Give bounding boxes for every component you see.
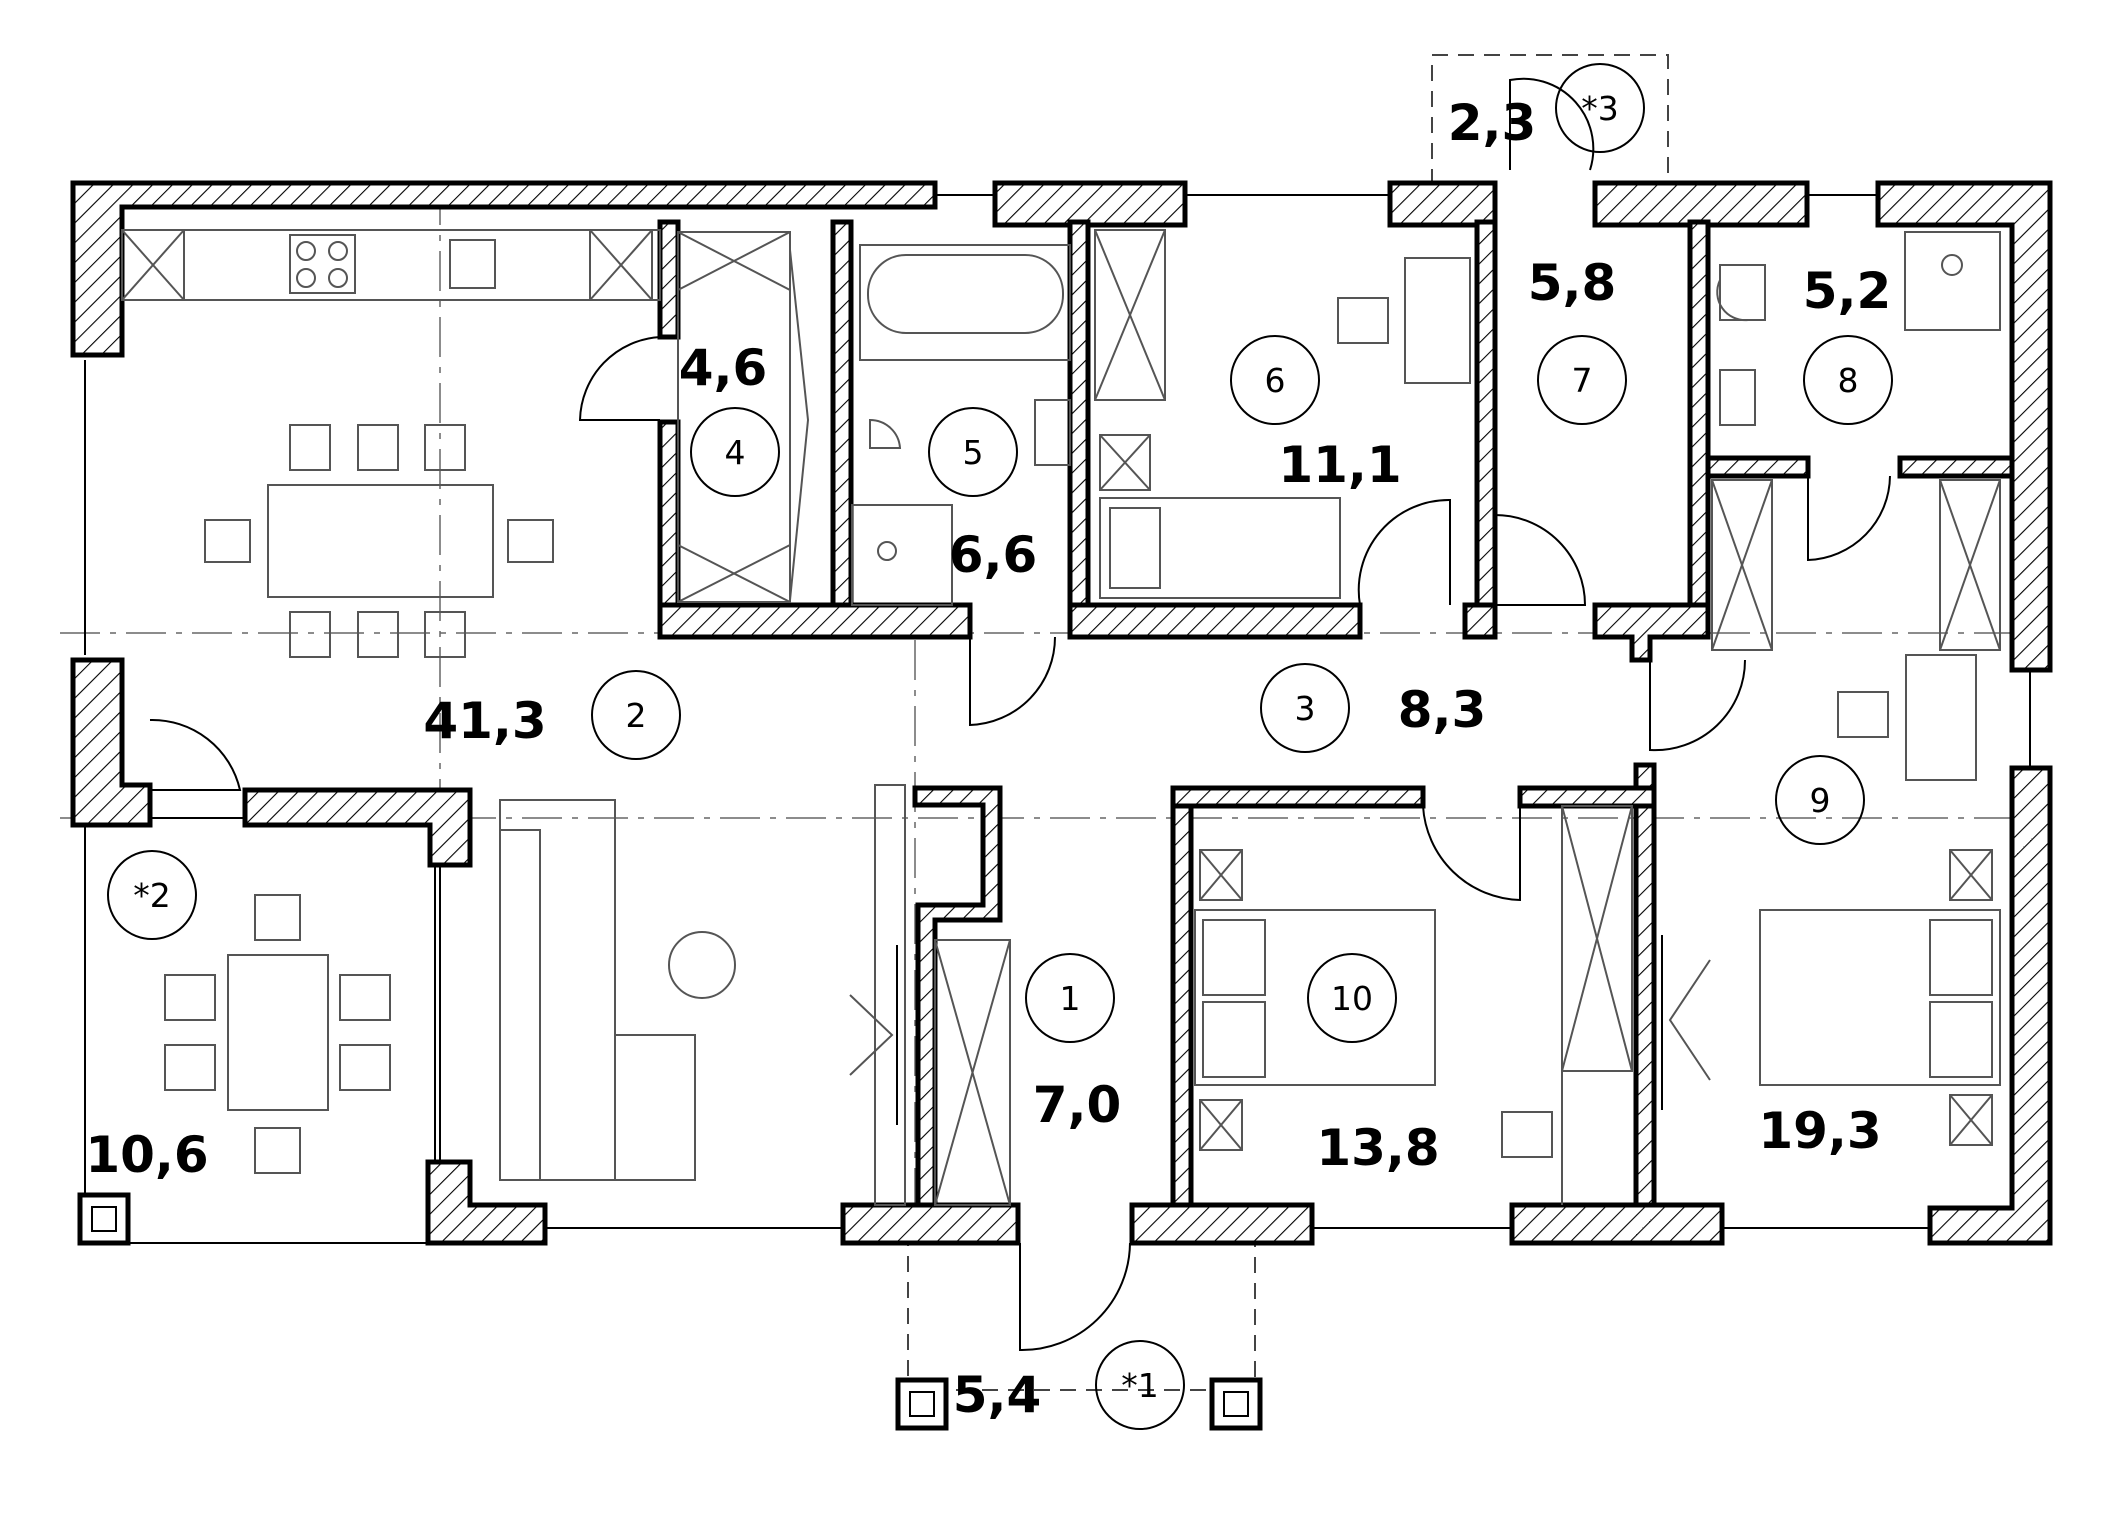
room-area-9: 19,3 [1758,1102,1881,1160]
room-marker-4: 4 [690,407,780,497]
outdoor-marker-1: *1 [1095,1340,1185,1430]
room-marker-3: 3 [1260,663,1350,753]
room-area-4: 4,6 [679,339,768,397]
room-marker-8: 8 [1803,335,1893,425]
room-number-3: 3 [1295,689,1316,728]
room-number-5: 5 [963,433,984,472]
room-area-8: 5,2 [1803,262,1892,320]
room-area-3: 8,3 [1398,681,1487,739]
room-marker-2: 2 [591,670,681,760]
room-number-7: 7 [1572,361,1593,400]
room-number-4: 4 [725,433,746,472]
room-marker-9: 9 [1775,755,1865,845]
room-area-6: 11,1 [1278,436,1401,494]
outdoor-area-2: 10,6 [85,1126,208,1184]
outdoor-number-2: *2 [133,876,171,915]
room-marker-7: 7 [1537,335,1627,425]
room-marker-5: 5 [928,407,1018,497]
room-number-10: 10 [1331,979,1373,1018]
furniture [121,229,2001,1206]
outdoor-area-1: 5,4 [953,1366,1042,1424]
outdoor-number-1: *1 [1121,1366,1159,1405]
room-area-2: 41,3 [423,692,546,750]
room-marker-6: 6 [1230,335,1320,425]
room-number-2: 2 [626,696,647,735]
doors [149,77,1891,1352]
room-area-5: 6,6 [949,526,1038,584]
outdoor-marker-2: *2 [107,850,197,940]
area-labels: 7,0 41,3 8,3 4,6 6,6 11,1 5,8 5,2 19,3 1… [85,94,1891,1424]
room-number-1: 1 [1060,979,1081,1018]
windows [84,194,2031,1229]
outdoor-marker-3: *3 [1555,63,1645,153]
room-area-10: 13,8 [1316,1119,1439,1177]
room-number-9: 9 [1810,781,1831,820]
room-area-1: 7,0 [1033,1076,1122,1134]
room-number-6: 6 [1265,361,1286,400]
exterior-walls [70,180,2053,1246]
room-number-8: 8 [1838,361,1859,400]
interior-walls [657,219,2015,1208]
room-marker-10: 10 [1307,953,1397,1043]
outdoor-area-3: 2,3 [1448,94,1537,152]
posts [77,1192,1263,1431]
room-marker-1: 1 [1025,953,1115,1043]
room-markers: 1 2 3 4 5 6 7 8 9 10 *1 *2 *3 [107,63,1893,1430]
outdoor-number-3: *3 [1581,89,1619,128]
room-area-7: 5,8 [1528,254,1617,312]
